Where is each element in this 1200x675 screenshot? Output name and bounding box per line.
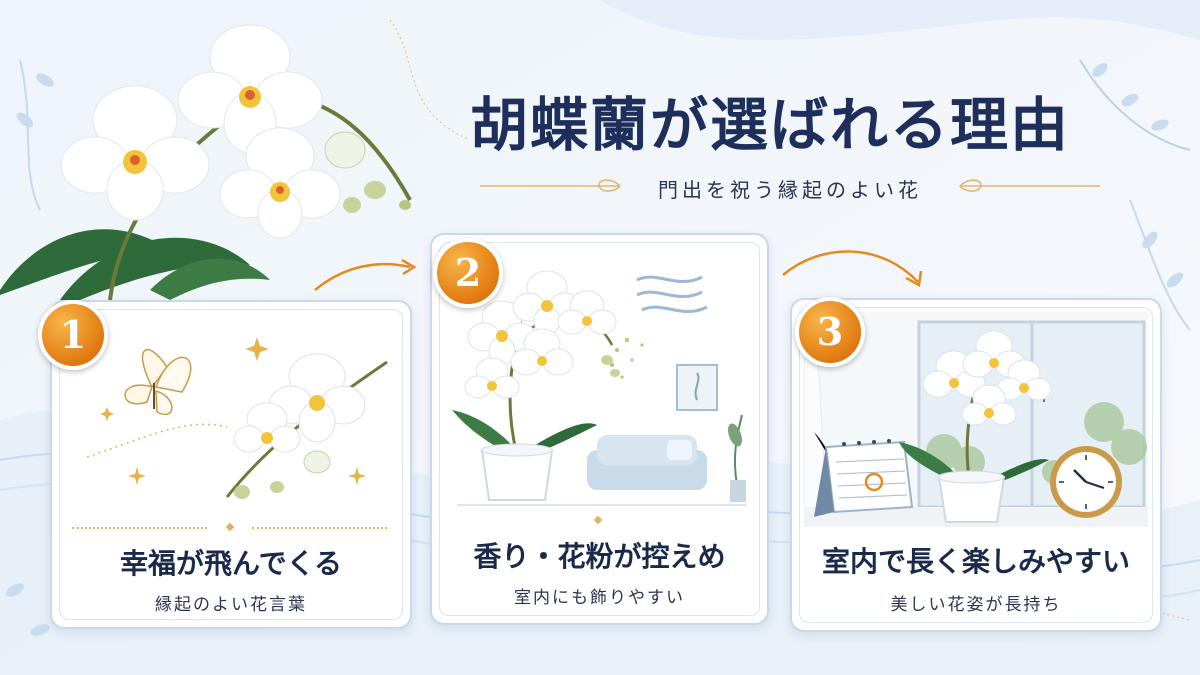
orchid-calendar-clock-icon bbox=[804, 312, 1148, 527]
potted-orchid-living-room-icon bbox=[452, 270, 747, 506]
subtitle-divider: 門出を祝う縁起のよい花 bbox=[470, 172, 1110, 202]
card-title: 香り・花粉が控えめ bbox=[473, 540, 726, 573]
orchid-cluster-icon bbox=[0, 24, 412, 300]
reason-card-2: 香り・花粉が控えめ 室内にも飾りやすい bbox=[430, 233, 769, 625]
card-title: 幸福が飛んでくる bbox=[119, 547, 343, 580]
reason-card-3: 室内で長く楽しみやすい 美しい花姿が長持ち bbox=[790, 298, 1162, 632]
reason-card-1: 幸福が飛んでくる 縁起のよい花言葉 bbox=[50, 300, 412, 629]
page-subtitle: 門出を祝う縁起のよい花 bbox=[658, 178, 922, 202]
page-title: 胡蝶蘭が選ばれる理由 bbox=[469, 91, 1070, 159]
number-badge-1: 1 bbox=[38, 300, 108, 370]
butterfly-orchid-icon bbox=[86, 337, 388, 499]
arrow-right-icon bbox=[314, 258, 417, 291]
card-subtitle: 縁起のよい花言葉 bbox=[155, 595, 307, 615]
card-subtitle: 美しい花姿が長持ち bbox=[890, 595, 1062, 615]
arrow-right-icon bbox=[782, 250, 923, 287]
number-badge-2: 2 bbox=[433, 238, 503, 308]
ornament-icon bbox=[480, 179, 1100, 192]
card-title: 室内で長く楽しみやすい bbox=[821, 545, 1130, 578]
number-badge-3: 3 bbox=[795, 297, 865, 367]
card-subtitle: 室内にも飾りやすい bbox=[514, 588, 685, 608]
